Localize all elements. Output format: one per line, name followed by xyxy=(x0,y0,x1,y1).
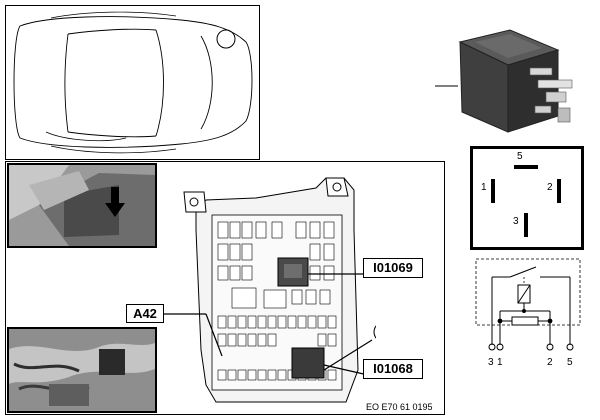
relay-pinout-diagram: 5 1 2 3 xyxy=(470,146,584,250)
detail-photo-top xyxy=(7,163,157,248)
fuse-box-drawing xyxy=(183,177,376,403)
document-code: EO E70 61 0195 xyxy=(366,402,433,412)
label-i01069: I01069 xyxy=(363,258,423,278)
label-a42: A42 xyxy=(126,304,164,323)
wiring-photo-icon xyxy=(9,329,155,411)
terminal-5-label: 5 xyxy=(567,357,573,368)
terminal-2-label: 2 xyxy=(547,357,553,368)
pin-1-bar xyxy=(491,179,495,203)
detail-photo-bottom xyxy=(7,327,157,413)
relay-photo xyxy=(430,20,590,145)
car-top-view-icon xyxy=(13,11,253,154)
pin-5-bar xyxy=(514,165,538,169)
terminal-1-label: 1 xyxy=(497,357,503,368)
pin-5-label: 5 xyxy=(517,151,523,162)
arrow-down-icon xyxy=(105,187,125,217)
label-i01068: I01068 xyxy=(363,359,423,379)
pin-3-label: 3 xyxy=(513,216,519,227)
pin-3-bar xyxy=(524,213,528,237)
car-location-panel xyxy=(5,5,260,160)
pin-1-label: 1 xyxy=(481,182,487,193)
relay-schematic-drawing xyxy=(475,258,581,351)
relay-photo-icon xyxy=(435,29,573,133)
detail-photo-top-image xyxy=(9,165,155,246)
fuse-box-location-panel: A42 I01069 I01068 xyxy=(5,161,445,415)
relay-2-highlight xyxy=(291,347,325,379)
relay-schematic: 3 1 2 5 xyxy=(470,255,585,375)
pin-2-bar xyxy=(557,179,561,203)
pin-2-label: 2 xyxy=(547,182,553,193)
terminal-3-label: 3 xyxy=(488,357,494,368)
a42-leader-line xyxy=(164,313,223,357)
